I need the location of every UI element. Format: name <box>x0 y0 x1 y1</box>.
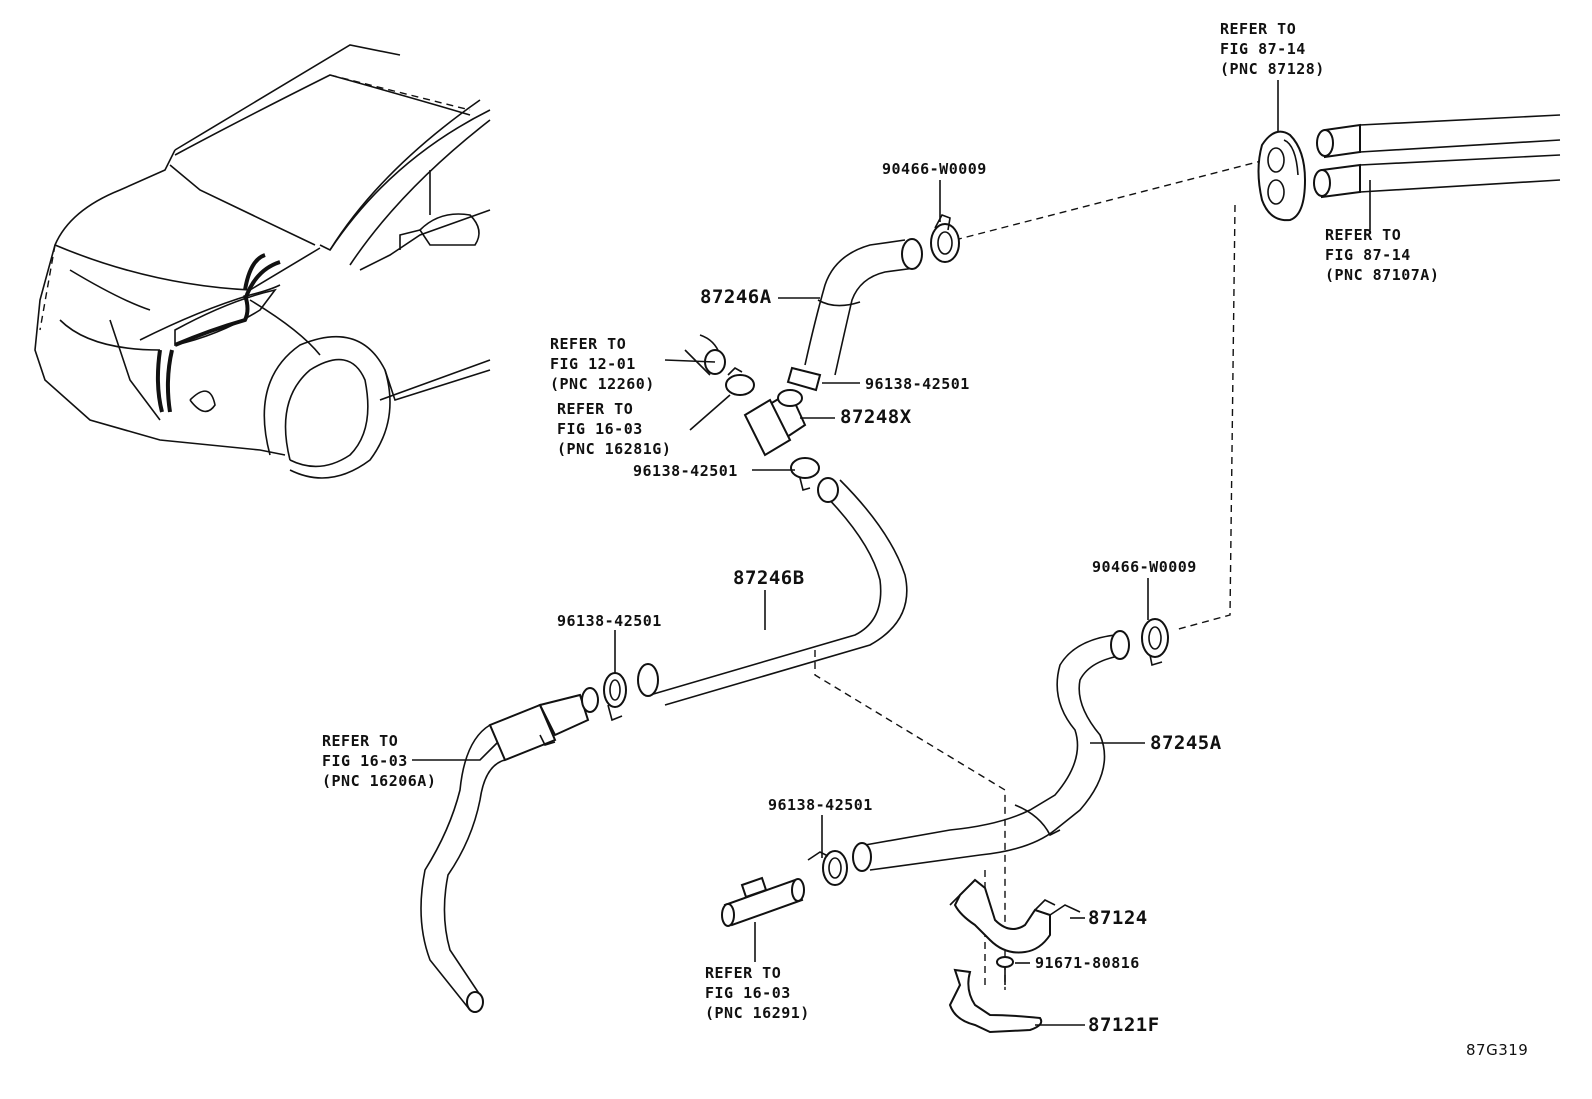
car-outline <box>34 44 491 479</box>
part-label-87121F[interactable]: 87121F <box>1088 1014 1160 1036</box>
clip-left <box>603 672 627 722</box>
part-label-90466-mid[interactable]: 90466-W0009 <box>1092 558 1197 576</box>
part-label-90466-top[interactable]: 90466-W0009 <box>882 160 987 178</box>
label-leaders <box>412 80 1371 1026</box>
part-label-96138-left[interactable]: 96138-42501 <box>557 612 662 630</box>
fitting-87248X <box>743 389 807 457</box>
clamp-mid-right <box>1141 618 1169 667</box>
dashed-leaders <box>814 159 1266 990</box>
ref-pnc-16206A[interactable]: REFER TO FIG 16-03 (PNC 16206A) <box>322 732 437 790</box>
bracket-87121F <box>948 968 1043 1034</box>
clamp-top <box>930 214 960 263</box>
part-label-87246B[interactable]: 87246B <box>733 567 805 589</box>
part-label-91671[interactable]: 91671-80816 <box>1035 954 1140 972</box>
bracket-87124 <box>949 878 1081 954</box>
clip-mid <box>790 457 820 491</box>
hose-16206A <box>420 687 599 1013</box>
bolt-91671 <box>996 956 1014 985</box>
clip-upper <box>786 366 822 392</box>
hose-87245A <box>852 630 1130 872</box>
part-label-96138-bottom[interactable]: 96138-42501 <box>768 796 873 814</box>
part-label-87124[interactable]: 87124 <box>1088 907 1148 929</box>
part-label-87246A[interactable]: 87246A <box>700 286 772 308</box>
part-label-96138-mid[interactable]: 96138-42501 <box>633 462 738 480</box>
throttle-stub <box>684 334 755 396</box>
figure-code: 87G319 <box>1466 1041 1529 1059</box>
hose-87246B <box>637 477 908 706</box>
ref-pnc-87128[interactable]: REFER TO FIG 87-14 (PNC 87128) <box>1220 20 1325 78</box>
part-label-87248X[interactable]: 87248X <box>840 406 912 428</box>
part-label-96138-upper[interactable]: 96138-42501 <box>865 375 970 393</box>
ref-pnc-16281G[interactable]: REFER TO FIG 16-03 (PNC 16281G) <box>557 400 672 458</box>
ref-pnc-87107A[interactable]: REFER TO FIG 87-14 (PNC 87107A) <box>1325 226 1440 284</box>
ref-pnc-12260[interactable]: REFER TO FIG 12-01 (PNC 12260) <box>550 335 655 393</box>
ref-pnc-16291[interactable]: REFER TO FIG 16-03 (PNC 16291) <box>705 964 810 1022</box>
hose-87246A <box>804 238 923 376</box>
part-label-87245A[interactable]: 87245A <box>1150 732 1222 754</box>
clip-bottom <box>807 850 848 886</box>
heater-pipes <box>1313 114 1561 199</box>
grommet <box>1257 130 1307 222</box>
pipe-16291 <box>721 876 805 927</box>
